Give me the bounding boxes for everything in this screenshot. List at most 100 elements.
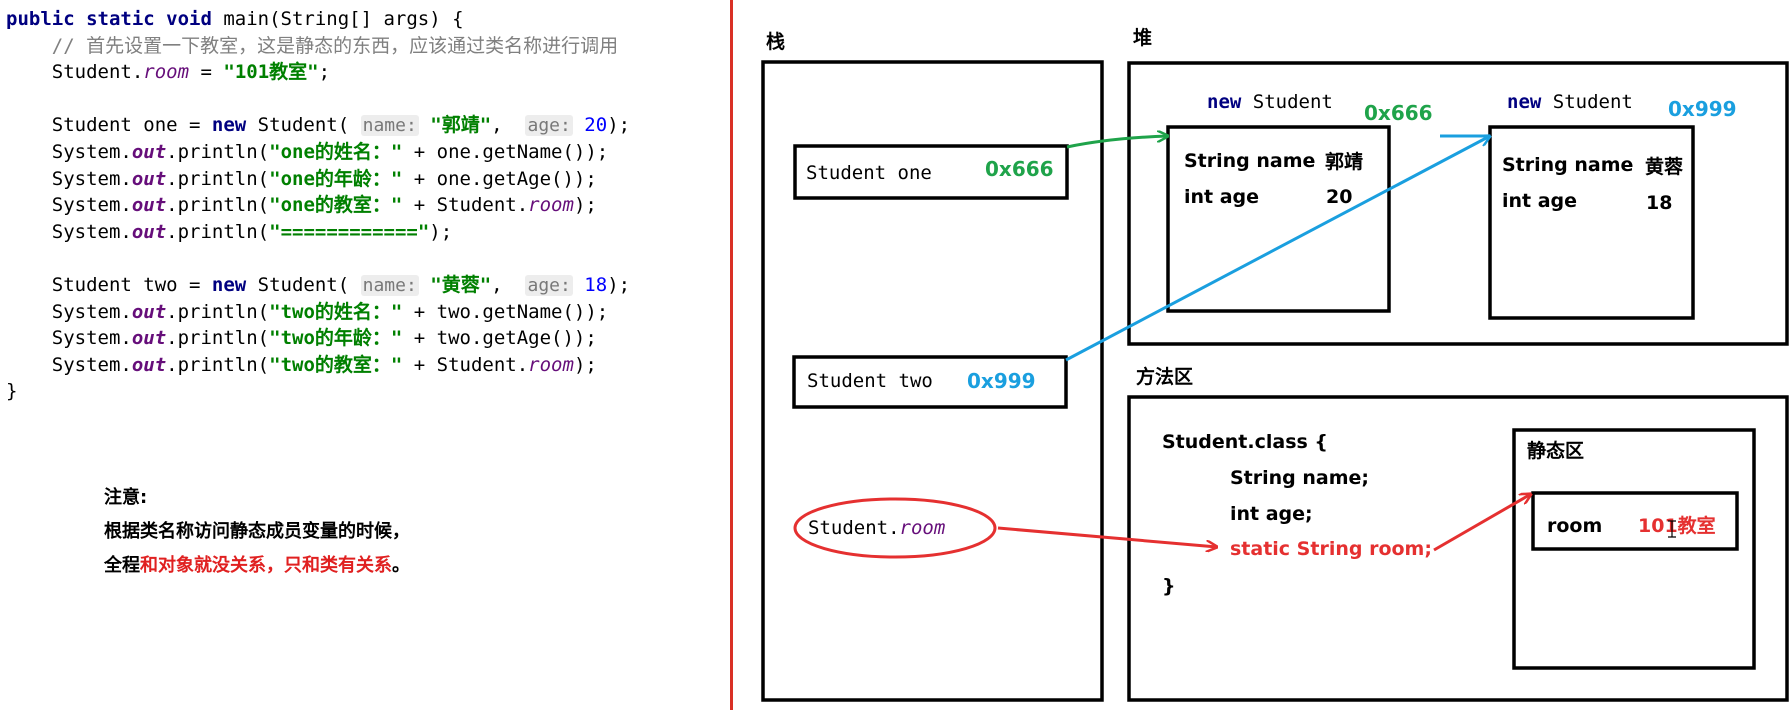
code-token: out (131, 140, 167, 163)
code-line: System.out.println("============"); (6, 219, 630, 246)
code-token: + two.getName()); (402, 300, 609, 323)
obj2-field2: int age (1502, 190, 1577, 212)
room-ellipse (793, 497, 997, 559)
obj2-address: 0x999 (1668, 97, 1737, 121)
code-token: out (131, 220, 167, 243)
code-token: Student one = (6, 114, 212, 137)
stack-two-address: 0x999 (967, 369, 1036, 393)
code-token: ); (607, 273, 631, 296)
note-line-2-black: 全程 (104, 555, 140, 576)
static-area-box (1512, 428, 1756, 670)
obj1-box (1166, 125, 1391, 313)
stack-one-box (793, 144, 1069, 200)
code-token: "one的年龄：" (269, 167, 403, 190)
class-field-age: int age; (1230, 503, 1313, 525)
obj2-value1: 黄蓉 (1645, 155, 1683, 178)
code-token: + one.getName()); (402, 140, 609, 163)
code-token: System. (6, 300, 132, 323)
code-token: System. (6, 167, 132, 190)
code-token: "two的姓名：" (269, 300, 403, 323)
code-token: + Student. (402, 353, 529, 376)
code-token: out (131, 327, 167, 350)
code-token: ); (573, 194, 597, 217)
method-area-label: 方法区 (1136, 365, 1193, 388)
code-token: main(String[] args) { (211, 8, 464, 30)
code-token: Student. (6, 61, 144, 84)
code-token: "黄蓉" (430, 273, 492, 296)
code-token: .println( (166, 327, 270, 350)
room-value: 101教室 (1638, 514, 1716, 537)
divider-line (730, 0, 733, 710)
code-token: .println( (166, 300, 270, 323)
code-token: "two的教室：" (269, 353, 403, 376)
code-token: out (131, 167, 167, 190)
obj2-field1: String name (1502, 154, 1633, 176)
code-token: System. (6, 140, 132, 163)
code-token: .println( (166, 194, 270, 217)
code-token: .println( (166, 167, 270, 190)
code-token: } (6, 380, 18, 403)
stack-room-label: Student.room (808, 517, 945, 539)
code-token: public static void (6, 8, 212, 30)
code-token: System. (6, 327, 132, 350)
obj1-title: new Student (1207, 91, 1333, 113)
arrow-room-to-class (997, 526, 1217, 547)
code-token: out (131, 194, 167, 217)
class-field-name: String name; (1230, 467, 1369, 489)
note-title: 注意: (104, 487, 148, 508)
code-token: "one的教室：" (269, 194, 403, 217)
code-token: ); (429, 220, 453, 243)
class-header: Student.class { (1162, 431, 1328, 453)
code-line: System.out.println("one的教室：" + Student.r… (6, 192, 630, 219)
code-token: Student two = (6, 273, 212, 296)
code-token: 20 (584, 114, 608, 137)
code-token: room (528, 194, 574, 217)
code-token: "101教室" (223, 61, 319, 84)
code-line: } (6, 378, 630, 405)
param-hint: name: (360, 274, 419, 296)
code-editor: public static void main(String[] args) {… (6, 6, 630, 405)
stack-one-label: Student one (806, 162, 932, 184)
code-token: = (189, 61, 224, 84)
stack-one-address: 0x666 (985, 157, 1054, 181)
stack-label: 栈 (766, 30, 785, 53)
room-box (1531, 491, 1739, 551)
obj2-value2: 18 (1646, 192, 1672, 214)
code-token: out (131, 300, 167, 323)
code-token: ; (318, 61, 331, 84)
arrow-two-to-obj2 (1065, 136, 1490, 362)
note-line-2-red: 和对象就没关系，只和类有关系 (140, 555, 392, 576)
code-token: , (491, 273, 526, 296)
code-token: "============" (269, 220, 430, 243)
arrow-one-to-obj1 (1066, 136, 1168, 149)
code-token: .println( (166, 220, 270, 243)
code-token: Student( (246, 273, 361, 296)
obj1-field2: int age (1184, 186, 1259, 208)
note-line-1: 根据类名称访问静态成员变量的时候， (104, 521, 410, 542)
code-line: System.out.println("two的年龄：" + two.getAg… (6, 325, 630, 352)
code-token: , (491, 114, 526, 137)
code-token: .println( (166, 353, 270, 376)
code-token: .println( (166, 140, 270, 163)
static-area-label: 静态区 (1527, 439, 1584, 462)
code-token: + one.getAge()); (402, 167, 597, 190)
arrow-class-to-static (1433, 494, 1531, 552)
code-token: ); (573, 353, 597, 376)
code-line: // 首先设置一下教室，这是静态的东西，应该通过类名称进行调用 (6, 33, 630, 60)
code-token: out (131, 353, 167, 376)
code-token: + two.getAge()); (402, 327, 597, 350)
heap-box (1127, 61, 1789, 346)
note-line-2-end: 。 (392, 555, 410, 576)
code-line: public static void main(String[] args) { (6, 6, 630, 33)
code-line: System.out.println("one的姓名：" + one.getNa… (6, 139, 630, 166)
code-line: Student one = new Student( name: "郭靖", a… (6, 112, 630, 139)
code-token: room (528, 353, 574, 376)
method-area-box (1127, 395, 1789, 702)
code-token: Student( (246, 114, 361, 137)
stack-two-label: Student two (807, 370, 933, 392)
text-cursor-icon (1668, 520, 1676, 538)
room-label: room (1547, 515, 1602, 537)
code-token: "two的年龄：" (269, 327, 403, 350)
code-token: ); (607, 114, 631, 137)
